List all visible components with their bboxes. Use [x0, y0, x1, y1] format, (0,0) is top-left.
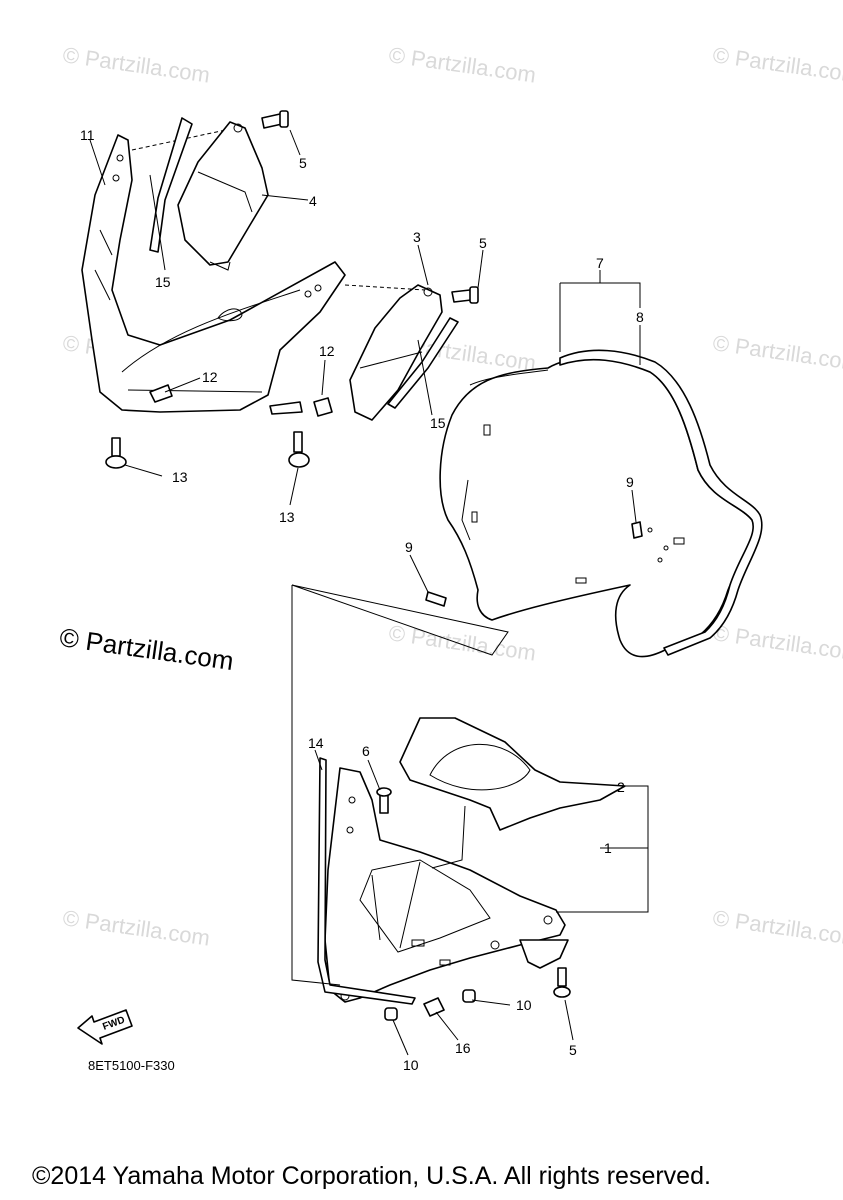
callout-3: 3	[413, 229, 421, 245]
watermark: © Partzilla.com	[711, 905, 843, 950]
callout-14: 14	[308, 735, 324, 751]
fwd-arrow-icon: FWD	[77, 1009, 133, 1045]
callout-15: 15	[155, 274, 171, 290]
callout-1: 1	[604, 840, 612, 856]
watermark: © Partzilla.com	[711, 42, 843, 87]
meter-panel-part	[399, 717, 626, 831]
callout-10: 10	[403, 1057, 419, 1073]
callout-8: 8	[636, 309, 644, 325]
assembly-frame-lines	[291, 584, 509, 986]
callout-6: 6	[362, 743, 370, 759]
callout-12: 12	[319, 343, 335, 359]
watermark: © Partzilla.com	[711, 330, 843, 375]
callout-5: 5	[299, 155, 307, 171]
leader-lines	[89, 129, 649, 1056]
callout-4: 4	[309, 193, 317, 209]
callout-10: 10	[516, 997, 532, 1013]
callout-5: 5	[569, 1042, 577, 1058]
callout-15: 15	[430, 415, 446, 431]
diagram-code: 8ET5100-F330	[88, 1058, 175, 1073]
watermark: © Partzilla.com	[387, 620, 537, 665]
windshield-part	[439, 349, 763, 658]
lower-seal-strip-part	[317, 757, 416, 1005]
callout-11: 11	[80, 127, 95, 143]
callout-13: 13	[279, 509, 295, 525]
side-cowling-part	[81, 127, 346, 413]
watermark: © Partzilla.com	[387, 42, 537, 87]
callout-9: 9	[626, 474, 634, 490]
watermark: © Partzilla.com	[711, 620, 843, 665]
inner-panel-part	[177, 121, 269, 271]
copyright-notice: ©2014 Yamaha Motor Corporation, U.S.A. A…	[32, 1162, 711, 1190]
callout-9: 9	[405, 539, 413, 555]
callout-5: 5	[479, 235, 487, 251]
watermark: © Partzilla.com	[61, 905, 211, 950]
watermark: © Partzilla.com	[61, 42, 211, 87]
fasteners	[105, 110, 643, 1021]
inner-panel-right-part	[344, 284, 443, 421]
callout-labels: 11 5 4 15 3 5 7 8 12 12 13 13 15 9 9 14 …	[80, 127, 644, 1073]
callout-7: 7	[596, 255, 604, 271]
callout-13: 13	[172, 469, 188, 485]
callout-16: 16	[455, 1040, 471, 1056]
callout-2: 2	[617, 779, 625, 795]
callout-12: 12	[202, 369, 218, 385]
seal-strip-part	[149, 117, 193, 253]
